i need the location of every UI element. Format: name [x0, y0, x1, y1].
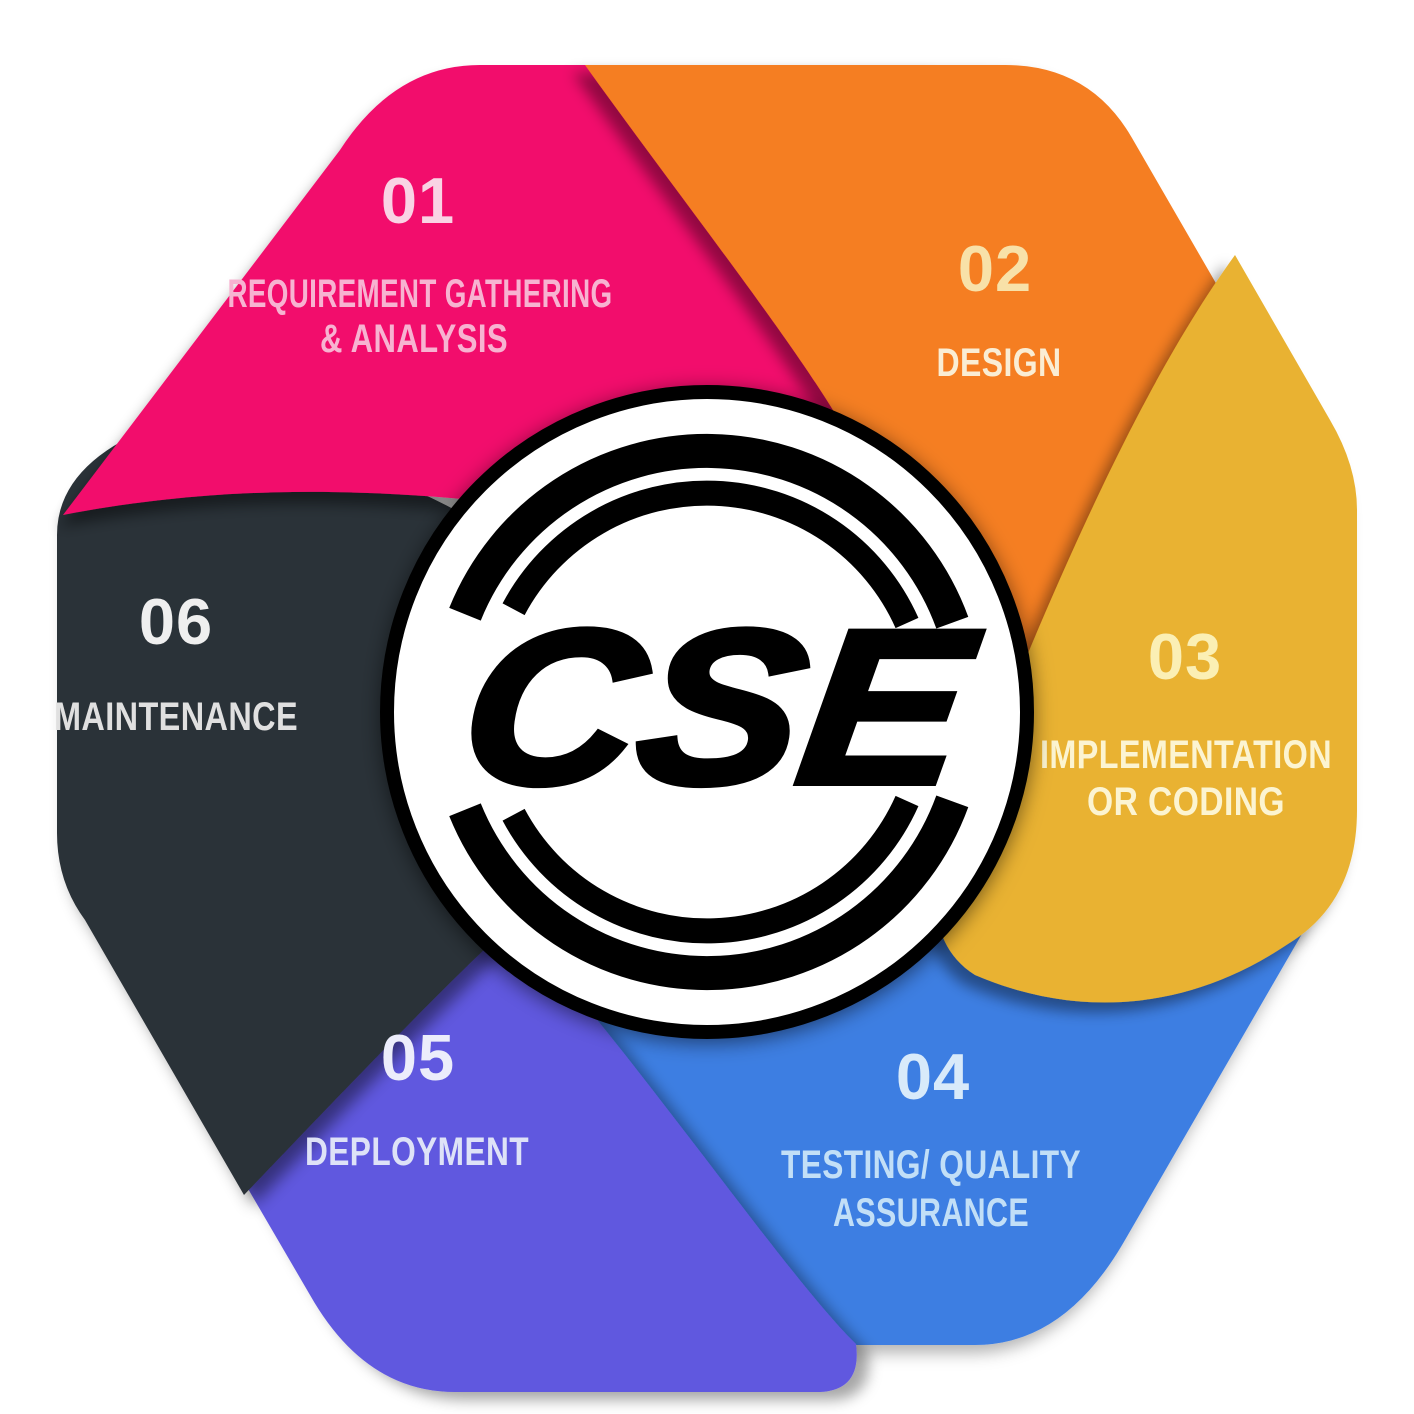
petal-implementation-coding — [935, 255, 1357, 1003]
petal-deployment — [240, 760, 857, 1392]
segment-04-label-line1: TESTING/ QUALITY — [781, 1143, 1081, 1187]
cse-logo-top-thick-arc — [449, 433, 969, 629]
cse-logo-bottom-thin-arc — [502, 795, 919, 944]
segment-06-number: 06 — [139, 585, 213, 658]
segment-02-number: 02 — [958, 232, 1032, 305]
segment-01-label-line1: REQUIREMENT GATHERING — [228, 272, 613, 316]
segment-05-label-line1: DEPLOYMENT — [305, 1130, 529, 1174]
segment-05-number: 05 — [381, 1021, 455, 1094]
cse-logo-top-thin-arc — [502, 480, 919, 629]
cse-logo: CSE — [380, 385, 1034, 1039]
segment-04-label-line2: ASSURANCE — [833, 1191, 1029, 1235]
cse-logo-text: CSE — [448, 584, 989, 830]
segment-03-number: 03 — [1148, 620, 1222, 693]
segment-06-label-line1: MAINTENANCE — [54, 695, 298, 739]
segment-03-label-line1: IMPLEMENTATION — [1040, 733, 1332, 777]
segment-01-label-line2: & ANALYSIS — [320, 317, 508, 361]
segment-02-label-line1: DESIGN — [937, 341, 1062, 385]
segment-01-number: 01 — [381, 164, 455, 237]
cse-logo-bottom-thick-arc — [449, 795, 969, 991]
segment-03-label-line2: OR CODING — [1087, 780, 1285, 824]
segment-04-number: 04 — [896, 1040, 970, 1113]
